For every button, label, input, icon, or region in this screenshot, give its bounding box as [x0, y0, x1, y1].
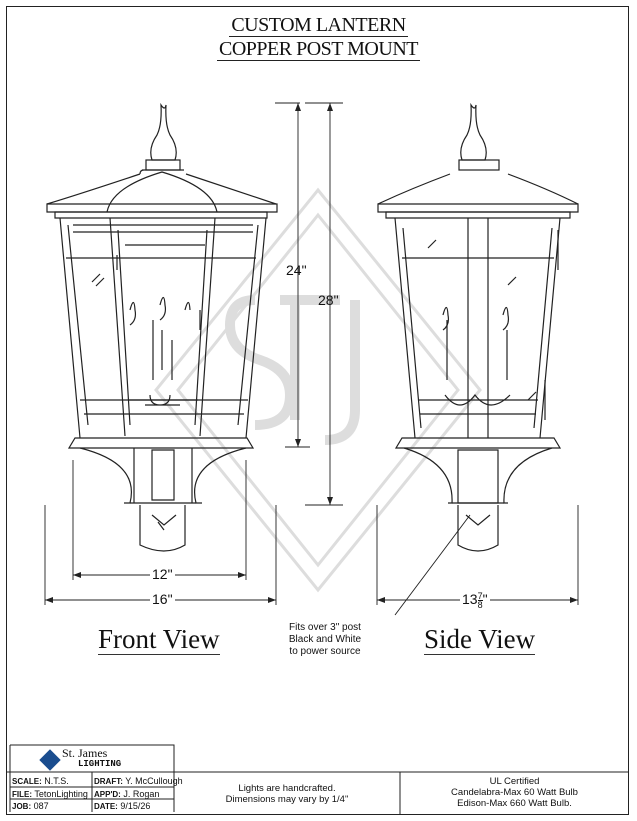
front-view-label: Front View [98, 624, 220, 655]
logo-mark [39, 749, 61, 771]
watermark-logo [154, 187, 482, 593]
draft-field: DRAFT: Y. McCullough [94, 776, 183, 786]
dimension-lines [44, 102, 579, 616]
height-28-label: 28" [318, 292, 339, 308]
scale-field: SCALE: N.T.S. [12, 776, 69, 786]
file-field: FILE: TetonLighting [12, 789, 88, 799]
job-field: JOB: 087 [12, 801, 49, 811]
title-block-lines [6, 744, 629, 815]
side-view-label: Side View [424, 624, 536, 655]
appd-field: APP'D: J. Rogan [94, 789, 160, 799]
side-lantern [377, 102, 579, 552]
width-12-label: 12" [150, 566, 175, 582]
logo-sub: LIGHTING [78, 759, 122, 769]
post-note: Fits over 3" post Black and White to pow… [288, 622, 362, 657]
front-lantern [46, 102, 278, 552]
date-field: DATE: 9/15/26 [94, 801, 151, 811]
ul-note: UL Certified Candelabra-Max 60 Watt Bulb… [451, 776, 578, 809]
width-16-label: 16" [150, 591, 175, 607]
handcraft-note: Lights are handcrafted. Dimensions may v… [225, 783, 349, 805]
title-line-2: COPPER POST MOUNT [217, 38, 420, 61]
title-line-1: CUSTOM LANTERN [229, 14, 408, 37]
drawing-frame [6, 6, 629, 815]
logo-name: St. James [62, 746, 108, 760]
height-24-label: 24" [286, 262, 307, 278]
